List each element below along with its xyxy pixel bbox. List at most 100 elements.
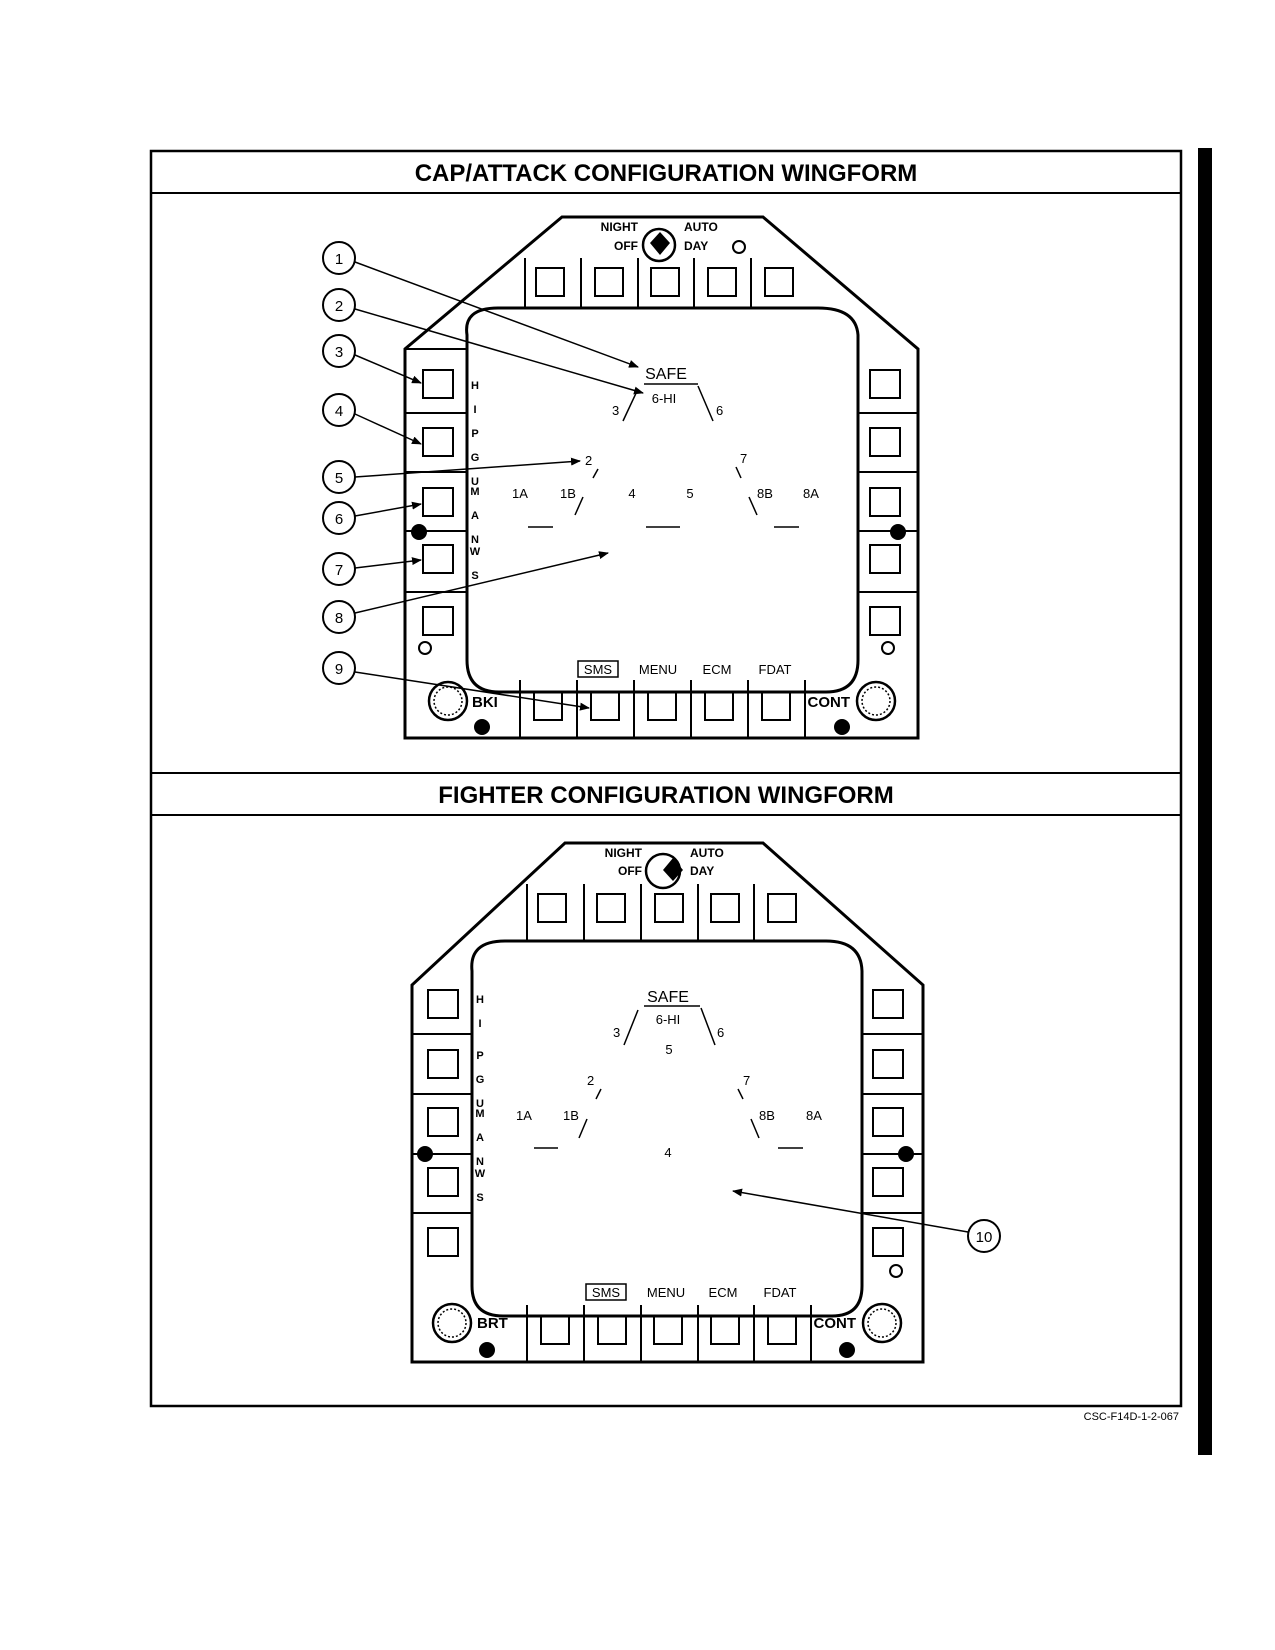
bottom-pushbutton-sms[interactable] [590,691,620,721]
right-pushbutton-5[interactable] [869,606,901,636]
light-sensor-icon [889,1264,903,1278]
station-2-label: 2 [585,453,592,468]
station-8b-label: 8B [757,486,773,501]
top-pushbutton-1[interactable] [535,267,565,297]
left-pushbutton-ws[interactable] [427,1167,459,1197]
bottom-label-menu: MENU [639,662,677,677]
station-3-label: 3 [613,1025,620,1040]
bottom-pushbutton-menu[interactable] [647,691,677,721]
bottom-pushbutton-1[interactable] [540,1315,570,1345]
left-pushbutton-man[interactable] [427,1107,459,1137]
knob-label-auto: AUTO [690,846,724,860]
left-pushbutton-pgu[interactable] [422,427,454,457]
svg-text:9: 9 [335,661,343,678]
screw-icon [834,719,850,735]
top-pushbuttons [526,884,797,941]
knob-label-left: BKI [472,694,498,711]
left-pushbutton-ws[interactable] [422,544,454,574]
bottom-pushbutton-fdat[interactable] [761,691,791,721]
right-pushbuttons [862,989,923,1257]
right-pushbutton-4[interactable] [869,544,901,574]
left-pushbutton-5[interactable] [422,606,454,636]
station-2-label: 2 [587,1073,594,1088]
top-pushbutton-2[interactable] [594,267,624,297]
panel-title-cap-attack: CAP/ATTACK CONFIGURATION WINGFORM [415,160,918,187]
bottom-pushbutton-ecm[interactable] [710,1315,740,1345]
mfd-cap-attack: NIGHT OFF AUTO DAY H I P G U M A N W S [403,215,920,740]
left-pushbutton-man[interactable] [422,487,454,517]
station-1b-label: 1B [560,486,576,501]
mfd-bezel [403,215,920,740]
station-8b-label: 8B [759,1108,775,1123]
station-5-label: 5 [665,1042,672,1057]
callout-10 [967,1219,1001,1253]
bottom-pushbutton-menu[interactable] [653,1315,683,1345]
top-pushbutton-5[interactable] [764,267,794,297]
right-pushbutton-1[interactable] [869,369,901,399]
change-bar [1198,148,1212,1455]
display-screen [470,939,864,1318]
light-sensor-icon [418,641,432,655]
knob-label-off: OFF [614,239,638,253]
bottom-label-sms: SMS [584,662,613,677]
bottom-pushbutton-ecm[interactable] [704,691,734,721]
mode-knob[interactable]: NIGHT OFF AUTO DAY [605,846,724,890]
callout-9 [322,651,356,685]
right-pushbutton-2[interactable] [869,427,901,457]
top-pushbutton-3[interactable] [650,267,680,297]
mode-knob[interactable]: NIGHT OFF AUTO DAY [601,220,718,263]
top-pushbutton-5[interactable] [767,893,797,923]
bottom-label-fdat: FDAT [764,1285,797,1300]
side-label-ws: W S [469,546,481,582]
top-pushbutton-2[interactable] [596,893,626,923]
top-pushbuttons [524,258,794,308]
left-pushbutton-5[interactable] [427,1227,459,1257]
right-pushbutton-2[interactable] [872,1049,904,1079]
right-pushbutton-3[interactable] [869,487,901,517]
right-pushbutton-3[interactable] [872,1107,904,1137]
station-1a-label: 1A [516,1108,532,1123]
top-pushbutton-4[interactable] [710,893,740,923]
callout-2 [322,288,356,322]
svg-text:10: 10 [976,1229,993,1246]
svg-text:8: 8 [335,610,343,627]
knob-label-left: BRT [477,1315,508,1332]
mfd-bezel [410,841,925,1364]
screw-icon [839,1342,855,1358]
station-6-label: 6 [716,403,723,418]
callouts-fighter: 10 [732,1188,1001,1253]
left-pushbuttons [412,989,472,1257]
bottom-pushbutton-sms[interactable] [597,1315,627,1345]
display-screen [465,306,860,694]
station-4-label: 4 [628,486,635,501]
station-6-label: 6 [717,1025,724,1040]
left-pushbutton-hi[interactable] [427,989,459,1019]
knob-label-right: CONT [814,1315,857,1332]
callout-1 [322,241,356,275]
bottom-pushbutton-1[interactable] [533,691,563,721]
callout-7 [322,552,356,586]
left-pushbutton-hi[interactable] [422,369,454,399]
knob-label-off: OFF [618,864,642,878]
bottom-label-menu: MENU [647,1285,685,1300]
right-pushbutton-5[interactable] [872,1227,904,1257]
side-label-hi: H I [474,994,486,1030]
station-4-label: 4 [664,1145,671,1160]
right-pushbutton-4[interactable] [872,1167,904,1197]
mfd-fighter: NIGHT OFF AUTO DAY H I P G U M A N W S [410,841,925,1364]
top-pushbutton-3[interactable] [654,893,684,923]
callout-8 [322,600,356,634]
right-pushbutton-1[interactable] [872,989,904,1019]
bottom-pushbutton-fdat[interactable] [767,1315,797,1345]
weapon-hi-label: 6-HI [656,1012,681,1027]
screw-icon [890,524,906,540]
screw-icon [474,719,490,735]
top-pushbutton-1[interactable] [537,893,567,923]
knob-label-night: NIGHT [601,220,639,234]
left-pushbutton-pgu[interactable] [427,1049,459,1079]
station-8a-label: 8A [803,486,819,501]
bottom-pushbuttons [519,680,806,738]
top-pushbutton-4[interactable] [707,267,737,297]
safe-label: SAFE [647,989,689,1006]
knob-label-right: CONT [808,694,851,711]
